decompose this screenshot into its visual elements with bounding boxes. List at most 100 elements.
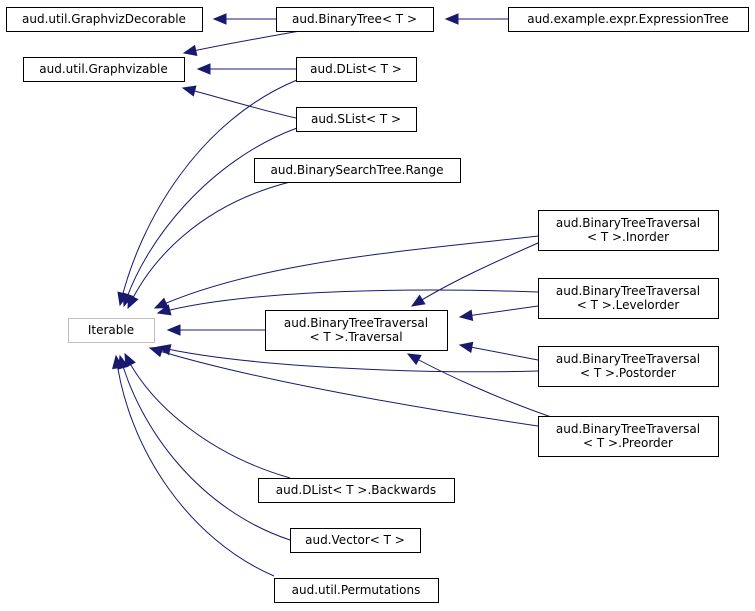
arrowhead — [148, 346, 164, 358]
class-node-label: aud.util.Permutations — [292, 583, 421, 597]
class-node-label: aud.BinaryTreeTraversal — [284, 316, 428, 330]
edge-line — [119, 79, 298, 306]
arrowhead — [127, 294, 139, 310]
class-node-permutations[interactable]: aud.util.Permutations — [274, 578, 439, 603]
edge-traversal-to-iterable — [166, 324, 265, 336]
class-node-label: < T >.Levelorder — [577, 298, 680, 312]
class-node-label: < T >.Traversal — [309, 330, 402, 344]
edge-levelorder-to-traversal — [458, 305, 539, 321]
edge-binary_tree-to-graphviz_decorable — [212, 13, 276, 25]
class-node-label: aud.example.expr.ExpressionTree — [527, 12, 729, 26]
class-node-dlist-backwards[interactable]: aud.DList< T >.Backwards — [258, 478, 455, 503]
edge-slist-to-iterable — [122, 127, 298, 308]
edge-dlist_backwards-to-iterable — [124, 352, 291, 479]
class-node-binary-tree[interactable]: aud.BinaryTree< T > — [276, 7, 434, 32]
class-node-label: aud.util.Graphvizable — [39, 62, 167, 76]
class-node-box — [254, 158, 461, 183]
class-node-label: aud.BinaryTreeTraversal — [556, 284, 700, 298]
edge-levelorder-to-iterable — [156, 289, 539, 316]
edge-line — [157, 289, 539, 314]
arrowhead — [458, 309, 474, 321]
edge-line — [115, 355, 275, 577]
class-node-postorder[interactable]: aud.BinaryTreeTraversal< T >.Postorder — [538, 346, 719, 387]
class-node-box — [296, 57, 417, 82]
arrowhead — [166, 324, 181, 336]
edge-line — [127, 181, 291, 309]
class-node-label: < T >.Inorder — [587, 230, 669, 244]
edge-preorder-to-iterable — [148, 346, 539, 427]
edge-line — [183, 30, 301, 54]
edge-postorder-to-traversal — [458, 341, 539, 361]
class-node-box — [296, 107, 417, 132]
arrowhead — [181, 85, 197, 97]
edge-line — [459, 344, 539, 361]
class-node-inorder[interactable]: aud.BinaryTreeTraversal< T >.Inorder — [538, 210, 719, 251]
edge-preorder-to-traversal — [406, 353, 561, 421]
edge-line — [407, 353, 561, 421]
class-node-box — [538, 416, 719, 457]
arrowhead — [156, 304, 172, 316]
class-node-label: aud.BinaryTree< T > — [292, 12, 417, 26]
edge-permutations-to-iterable — [112, 354, 275, 577]
class-node-box — [258, 478, 455, 503]
arrowhead — [410, 294, 426, 307]
class-node-box — [538, 278, 719, 319]
edge-line — [411, 242, 539, 307]
edge-line — [154, 235, 539, 309]
edge-inorder-to-iterable — [153, 235, 539, 309]
class-node-box — [68, 318, 155, 343]
class-node-bst-range[interactable]: aud.BinarySearchTree.Range — [254, 158, 461, 183]
class-node-dlist[interactable]: aud.DList< T > — [296, 57, 417, 82]
class-node-box — [23, 57, 185, 82]
class-node-label: aud.DList< T >.Backwards — [276, 483, 436, 497]
class-node-traversal[interactable]: aud.BinaryTreeTraversal< T >.Traversal — [265, 310, 448, 351]
edge-bst_range-to-iterable — [127, 181, 291, 310]
arrowhead — [406, 353, 422, 366]
class-node-label: aud.DList< T > — [310, 62, 402, 76]
class-node-label: aud.BinaryTreeTraversal — [556, 216, 700, 230]
class-node-levelorder[interactable]: aud.BinaryTreeTraversal< T >.Levelorder — [538, 278, 719, 319]
edge-dlist-to-iterable — [117, 79, 298, 307]
edge-expression_tree-to-binary_tree — [444, 13, 508, 25]
class-node-box — [538, 210, 719, 251]
class-node-expression-tree[interactable]: aud.example.expr.ExpressionTree — [508, 7, 749, 32]
edge-line — [124, 353, 291, 479]
class-node-slist[interactable]: aud.SList< T > — [296, 107, 417, 132]
class-node-box — [508, 7, 749, 32]
arrowhead — [112, 354, 124, 370]
class-node-box — [274, 578, 439, 603]
class-node-label: Iterable — [88, 323, 134, 337]
edge-inorder-to-traversal — [410, 242, 539, 307]
arrowhead — [124, 352, 136, 368]
class-node-box — [276, 7, 434, 32]
class-node-vector[interactable]: aud.Vector< T > — [290, 528, 421, 553]
class-node-label: aud.BinarySearchTree.Range — [270, 163, 443, 177]
arrowhead — [196, 63, 211, 75]
class-node-label: aud.util.GraphvizDecorable — [22, 12, 186, 26]
class-node-preorder[interactable]: aud.BinaryTreeTraversal< T >.Preorder — [538, 416, 719, 457]
class-node-graphviz-decorable[interactable]: aud.util.GraphvizDecorable — [6, 7, 203, 32]
nodes-layer: aud.util.GraphvizDecorable aud.BinaryTree… — [6, 7, 749, 603]
class-node-iterable[interactable]: Iterable — [68, 318, 155, 343]
edge-slist-to-graphvizable — [181, 85, 297, 119]
class-node-label: aud.SList< T > — [311, 112, 401, 126]
class-node-label: < T >.Preorder — [583, 436, 673, 450]
edge-binary_tree-to-graphvizable — [182, 30, 301, 56]
class-node-box — [290, 528, 421, 553]
arrowhead — [444, 13, 459, 25]
arrowhead — [212, 13, 227, 25]
class-node-label: aud.BinaryTreeTraversal — [556, 422, 700, 436]
arrowhead — [153, 297, 169, 309]
edge-line — [157, 346, 539, 373]
class-node-box — [6, 7, 203, 32]
class-node-label: aud.Vector< T > — [305, 533, 405, 547]
class-node-box — [538, 346, 719, 387]
class-node-label: < T >.Postorder — [580, 366, 676, 380]
class-node-graphvizable[interactable]: aud.util.Graphvizable — [23, 57, 185, 82]
arrowhead — [182, 44, 198, 56]
edge-line — [119, 355, 291, 541]
class-node-label: aud.BinaryTreeTraversal — [556, 352, 700, 366]
edge-line — [123, 127, 298, 307]
class-node-box — [265, 310, 448, 351]
